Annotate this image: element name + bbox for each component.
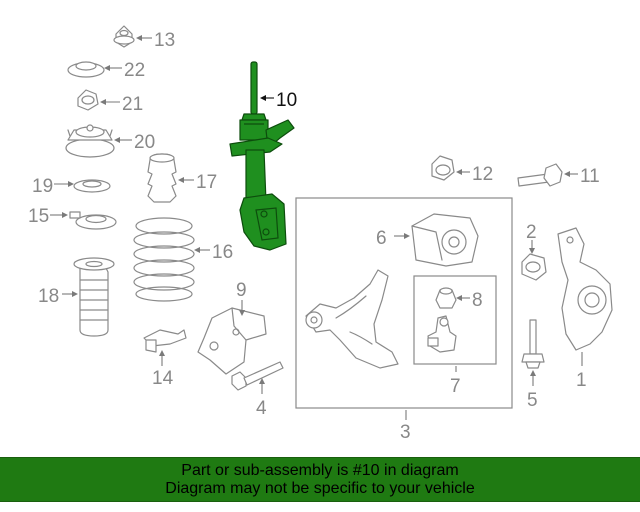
svg-text:12: 12 <box>472 164 493 185</box>
part-7-ball-joint[interactable] <box>427 315 457 353</box>
part-18-dust-boot[interactable] <box>73 257 115 337</box>
part-20-strut-mount[interactable] <box>65 124 115 158</box>
part-10-strut-highlighted[interactable] <box>229 61 295 251</box>
part-3-control-arm[interactable] <box>305 269 399 369</box>
svg-text:7: 7 <box>450 376 461 397</box>
svg-text:18: 18 <box>38 286 59 307</box>
svg-text:9: 9 <box>236 280 247 301</box>
callout-18[interactable]: 18 <box>38 286 78 307</box>
svg-text:1: 1 <box>576 370 587 391</box>
part-12-nut[interactable] <box>431 155 455 181</box>
callout-8[interactable]: 8 <box>456 290 483 311</box>
callout-9[interactable]: 9 <box>236 280 247 316</box>
svg-text:15: 15 <box>28 206 49 227</box>
callout-21[interactable]: 21 <box>100 94 143 115</box>
parts-diagram: 13 22 21 20 17 <box>28 25 613 443</box>
assembly-box-7 <box>413 275 497 365</box>
part-13-nut[interactable] <box>113 25 135 48</box>
part-17-bump-stop[interactable] <box>147 153 177 203</box>
svg-text:20: 20 <box>134 132 155 153</box>
part-9-bracket[interactable] <box>197 307 267 375</box>
callout-10[interactable]: 10 <box>260 90 297 111</box>
part-2-nut[interactable] <box>521 253 547 281</box>
part-5-bolt[interactable] <box>521 319 545 369</box>
part-22-washer[interactable] <box>67 61 105 78</box>
callout-14[interactable]: 14 <box>152 350 174 389</box>
callout-3[interactable]: 3 <box>400 410 411 443</box>
part-8-boot[interactable] <box>435 287 457 309</box>
svg-text:22: 22 <box>124 60 145 81</box>
svg-text:19: 19 <box>32 176 53 197</box>
banner-line-2: Diagram may not be specific to your vehi… <box>165 479 475 497</box>
part-11-bolt[interactable] <box>517 163 563 187</box>
callout-5[interactable]: 5 <box>527 370 538 411</box>
part-14-bracket[interactable] <box>143 329 187 353</box>
svg-text:16: 16 <box>212 242 233 263</box>
banner-line-1: Part or sub-assembly is #10 in diagram <box>181 461 459 479</box>
svg-text:6: 6 <box>376 228 387 249</box>
callout-16[interactable]: 16 <box>194 242 233 263</box>
svg-text:11: 11 <box>580 166 600 187</box>
part-1-knuckle[interactable] <box>557 227 613 351</box>
part-4-bolt[interactable] <box>231 361 284 391</box>
callout-11[interactable]: 11 <box>564 166 600 187</box>
callout-1[interactable]: 1 <box>576 352 587 391</box>
callout-7[interactable]: 7 <box>450 366 461 397</box>
callout-4[interactable]: 4 <box>256 378 267 419</box>
callout-2[interactable]: 2 <box>526 222 537 254</box>
svg-text:8: 8 <box>472 290 483 311</box>
svg-text:13: 13 <box>154 30 175 51</box>
callout-15[interactable]: 15 <box>28 206 68 227</box>
part-21-nut[interactable] <box>77 89 99 111</box>
part-16-coil-spring[interactable] <box>133 217 195 302</box>
svg-text:3: 3 <box>400 422 411 443</box>
svg-text:2: 2 <box>526 222 537 243</box>
callout-13[interactable]: 13 <box>136 30 175 51</box>
callout-19[interactable]: 19 <box>32 176 74 197</box>
svg-text:5: 5 <box>527 390 538 411</box>
part-19-washer[interactable] <box>73 179 111 193</box>
callout-17[interactable]: 17 <box>178 172 217 193</box>
svg-text:21: 21 <box>122 94 143 115</box>
svg-text:4: 4 <box>256 398 267 419</box>
part-6-bushing[interactable] <box>411 213 479 267</box>
assembly-box-3 <box>295 197 513 409</box>
svg-text:10: 10 <box>276 90 297 111</box>
callout-12[interactable]: 12 <box>456 164 493 185</box>
part-15-spring-seat[interactable] <box>69 211 117 230</box>
callout-22[interactable]: 22 <box>104 60 145 81</box>
info-banner: Part or sub-assembly is #10 in diagram D… <box>0 457 640 502</box>
svg-text:14: 14 <box>152 368 174 389</box>
callout-20[interactable]: 20 <box>114 132 155 153</box>
svg-text:17: 17 <box>196 172 217 193</box>
callout-6[interactable]: 6 <box>376 228 410 249</box>
